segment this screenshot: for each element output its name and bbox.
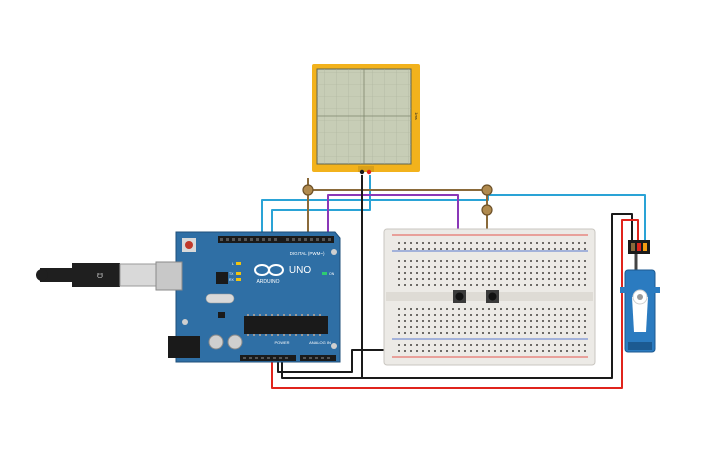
servo-pin-vcc bbox=[637, 243, 641, 251]
arduino-logo: ARDUINO UNO bbox=[254, 264, 311, 285]
pushbutton-1[interactable] bbox=[453, 290, 466, 303]
usb-plug-body bbox=[40, 263, 120, 287]
oscilloscope-terminal-block bbox=[358, 166, 374, 172]
servo-base bbox=[628, 342, 652, 350]
oscilloscope-timebase: 1ms bbox=[414, 112, 419, 120]
pushbutton-2-cap[interactable] bbox=[488, 292, 497, 301]
servo-motor[interactable] bbox=[620, 240, 660, 353]
usb-symbol-icon: ☋ bbox=[97, 272, 103, 280]
arduino-model-text: UNO bbox=[289, 265, 311, 276]
wires bbox=[261, 175, 646, 389]
junction-node-2[interactable] bbox=[481, 184, 493, 196]
analog-label: ANALOG IN bbox=[309, 340, 331, 345]
digital-header-label: DIGITAL (PWM~) bbox=[290, 251, 325, 256]
led-on-label: ON bbox=[329, 272, 335, 276]
bottom-header-pins bbox=[243, 357, 330, 359]
small-ic bbox=[218, 312, 225, 318]
arduino-logo-text: ARDUINO bbox=[256, 279, 279, 285]
capacitor-1 bbox=[208, 334, 224, 350]
pushbutton-1-cap[interactable] bbox=[455, 292, 464, 301]
crystal-oscillator bbox=[205, 293, 235, 304]
usb-connector-metal bbox=[119, 263, 157, 287]
rail-top-holes-b bbox=[394, 244, 586, 250]
rail-bottom-holes-a bbox=[394, 342, 586, 348]
junction-node-1[interactable] bbox=[302, 184, 314, 196]
mount-hole-3 bbox=[331, 343, 337, 349]
servo-shaft-icon bbox=[637, 294, 643, 300]
led-tx-label: TX bbox=[229, 272, 234, 276]
wire-black-servo-gnd[interactable] bbox=[286, 213, 633, 379]
led-l-icon bbox=[236, 262, 241, 265]
servo-pin-signal bbox=[643, 243, 647, 251]
dc-barrel-jack bbox=[168, 336, 200, 358]
led-tx-icon bbox=[236, 272, 241, 275]
terminal-strip-bottom bbox=[394, 304, 586, 334]
capacitor-2 bbox=[227, 334, 243, 350]
led-l-label: L bbox=[232, 262, 234, 266]
atmega-pins bbox=[247, 314, 321, 336]
servo-horn[interactable] bbox=[632, 297, 648, 332]
arduino-logo-right-icon bbox=[268, 264, 284, 276]
digital-header-pins bbox=[220, 238, 331, 241]
atmega-chip bbox=[244, 316, 328, 334]
usb-b-jack bbox=[155, 261, 183, 291]
led-rx-label: RX bbox=[229, 278, 235, 282]
power-label: POWER bbox=[274, 340, 289, 345]
arduino-uno[interactable]: ☋ DIGITAL (PWM~) ARDUINO UNO bbox=[36, 231, 341, 363]
servo-pin-gnd bbox=[631, 243, 635, 251]
junction-node-3[interactable] bbox=[481, 204, 493, 216]
pushbutton-2[interactable] bbox=[486, 290, 499, 303]
mount-hole-2 bbox=[331, 249, 337, 255]
terminal-strip-top bbox=[394, 258, 586, 288]
led-rx-icon bbox=[236, 278, 241, 281]
usb-cable-end bbox=[36, 269, 48, 281]
oscilloscope[interactable]: 1ms bbox=[312, 64, 420, 175]
usb-cable[interactable]: ☋ bbox=[36, 263, 157, 287]
wire-cyan-scope-probe[interactable] bbox=[271, 175, 371, 236]
reset-button[interactable] bbox=[185, 241, 193, 249]
oscilloscope-probe-positive[interactable] bbox=[366, 169, 372, 175]
oscilloscope-probe-negative[interactable] bbox=[359, 169, 365, 175]
usb-chip bbox=[216, 272, 228, 284]
wire-red-servo-vcc[interactable] bbox=[271, 219, 639, 389]
led-on-icon bbox=[322, 272, 327, 275]
rail-bottom-holes-b bbox=[394, 348, 586, 354]
wire-black-breadboard-gnd[interactable] bbox=[277, 349, 398, 373]
rail-top-holes-a bbox=[394, 238, 586, 244]
mount-hole-1 bbox=[182, 319, 188, 325]
